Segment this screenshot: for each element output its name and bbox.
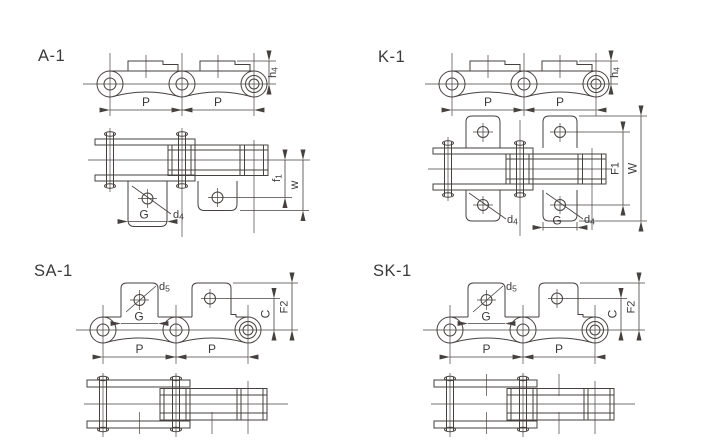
a1-front-dimensions: d4 G f1 w — [117, 149, 309, 225]
sk1-chain-side-view: d5 G C F2 P P — [423, 272, 645, 364]
panel-sa1: SA-1 — [34, 262, 298, 437]
k1-pitch-left-label: P — [484, 95, 492, 109]
k1-side-dimensions: h4 P P — [441, 50, 622, 113]
sk1-d5-leader — [472, 285, 504, 313]
panel-k1: K-1 — [378, 48, 647, 236]
sa1-f2-label: F2 — [279, 301, 291, 314]
sk1-side-centerlines — [423, 289, 645, 364]
sa1-pitch-left-label: P — [135, 342, 143, 356]
k1-g-label: G — [552, 214, 561, 228]
panel-k1-title: K-1 — [378, 48, 405, 66]
a1-h4-label: h4 — [267, 67, 280, 78]
sa1-side-dimensions: d5 G C F2 P P — [92, 272, 298, 360]
sk1-g-label: G — [481, 310, 490, 324]
k1-side-centerlines — [425, 53, 618, 116]
k1-front-dimensions: d4 d4 G F1 W — [468, 105, 647, 232]
sa1-chain-side-view: d5 G C F2 P P — [76, 272, 298, 364]
sk1-d5-label: d5 — [506, 281, 517, 294]
a1-w-label: w — [287, 180, 301, 190]
k1-h4-label: h4 — [609, 67, 622, 78]
k1-pitch-right-label: P — [556, 95, 564, 109]
a1-d4-leader — [131, 185, 172, 215]
sk1-c-label: C — [606, 309, 620, 318]
sk1-f2-label: F2 — [626, 301, 638, 314]
sk1-side-dimensions: d5 G C F2 P P — [439, 272, 645, 360]
a1-front-centerlines — [88, 128, 310, 237]
a1-side-dimensions: h4 P P — [99, 50, 280, 113]
a1-pitch-left-label: P — [142, 95, 150, 109]
k1-d4-right-label: d4 — [584, 214, 595, 227]
sa1-chain-plan-view — [84, 373, 288, 437]
k1-d4-left-label: d4 — [507, 214, 518, 227]
panel-a1: A-1 — [38, 47, 310, 237]
k1-d4-left-leader — [468, 192, 507, 220]
a1-d4-label: d4 — [173, 209, 184, 222]
panel-a1-title: A-1 — [38, 47, 65, 65]
panel-sk1-title: SK-1 — [373, 262, 412, 280]
a1-chain-front-view: d4 G f1 w — [88, 128, 310, 237]
a1-g-label: G — [139, 208, 148, 222]
sk1-plan-centerlines — [431, 373, 635, 437]
sa1-side-centerlines — [76, 289, 298, 364]
sa1-plan-centerlines — [84, 373, 288, 437]
panel-sk1: SK-1 — [373, 262, 645, 437]
sa1-pitch-right-label: P — [208, 342, 216, 356]
k1-front-centerlines — [428, 120, 630, 236]
sk1-pitch-right-label: P — [555, 342, 563, 356]
k1-f1-label: F1 — [610, 162, 622, 175]
a1-chain-side-view: h4 P P — [83, 50, 280, 116]
sa1-d5-leader — [125, 285, 157, 313]
sa1-attachment-right — [191, 282, 237, 317]
panel-sa1-title: SA-1 — [34, 262, 73, 280]
sk1-attachment-right — [538, 282, 584, 317]
k1-chain-side-view: h4 P P — [425, 50, 622, 116]
a1-side-centerlines — [83, 53, 276, 116]
sa1-g-label: G — [134, 310, 143, 324]
sa1-d5-label: d5 — [159, 281, 170, 294]
k1-w-label: W — [626, 162, 640, 174]
k1-chain-front-view: d4 d4 G F1 W — [428, 105, 647, 236]
sk1-pitch-left-label: P — [482, 342, 490, 356]
a1-pitch-right-label: P — [214, 95, 222, 109]
a1-f1-label: f1 — [271, 174, 284, 182]
k1-d4-right-leader — [545, 192, 584, 220]
sk1-chain-plan-view — [431, 373, 635, 437]
sa1-c-label: C — [259, 309, 273, 318]
